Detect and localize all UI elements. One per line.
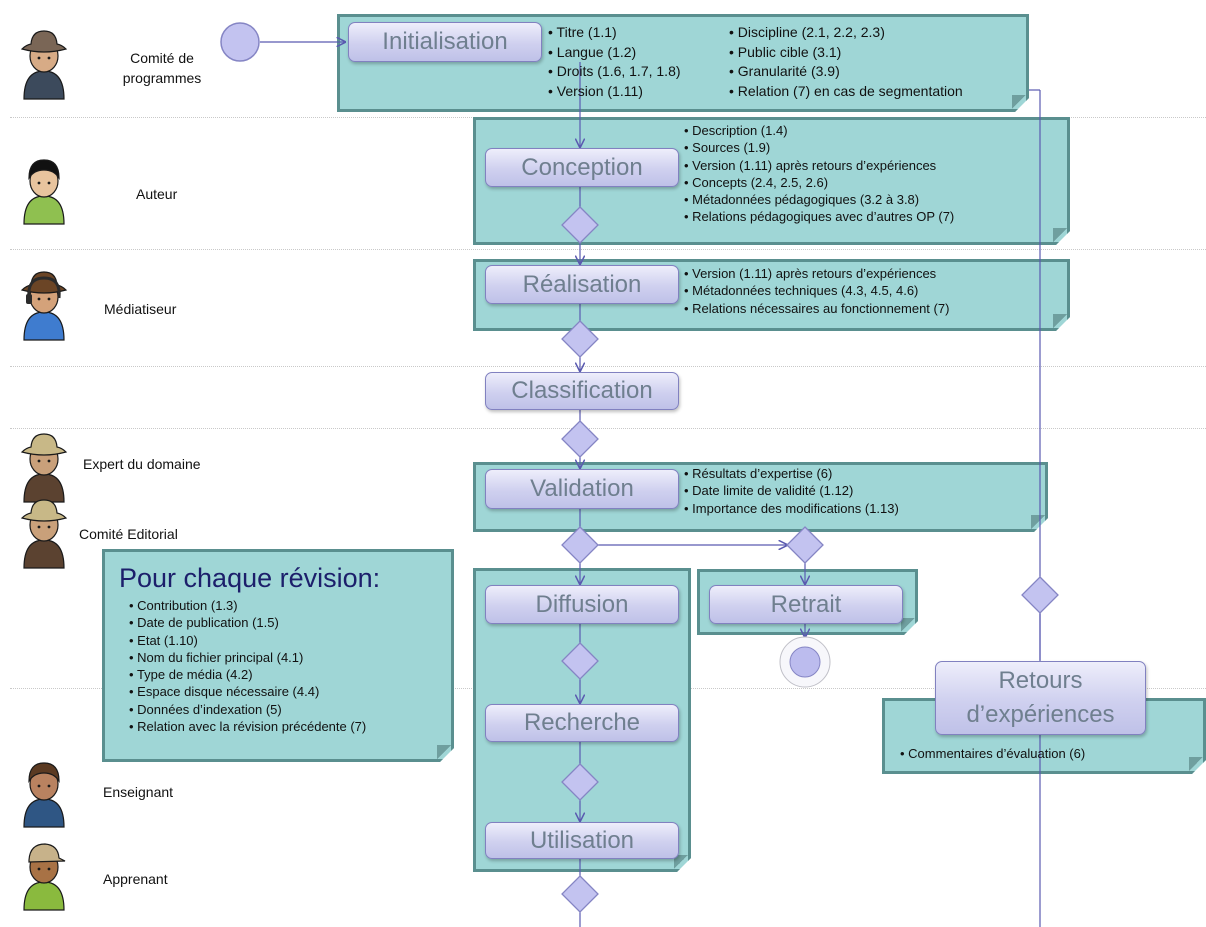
- note-item: Titre (1.1): [548, 23, 681, 43]
- note-item: Date de publication (1.5): [129, 614, 366, 631]
- note-item: Sources (1.9): [684, 139, 954, 156]
- decision-node: [561, 206, 599, 244]
- activity-retrait: Retrait: [709, 585, 903, 624]
- actor-label-mediatiseur: Médiatiseur: [104, 301, 177, 317]
- actor-label-auteur: Auteur: [136, 186, 178, 202]
- person-headset-icon: [18, 266, 70, 342]
- note-item: Description (1.4): [684, 122, 954, 139]
- start-node: [220, 22, 260, 62]
- actor-label-comite-editorial: Comité Editorial: [79, 526, 178, 542]
- note-initialisation-left-list: Titre (1.1)Langue (1.2)Droits (1.6, 1.7,…: [548, 23, 681, 101]
- activity-classification: Classification: [485, 372, 679, 410]
- decision-node: [561, 526, 599, 564]
- note-item: Métadonnées techniques (4.3, 4.5, 4.6): [684, 282, 949, 299]
- activity-validation: Validation: [485, 469, 679, 509]
- note-item: Métadonnées pédagogiques (3.2 à 3.8): [684, 191, 954, 208]
- note-validation-list: Résultats d’expertise (6)Date limite de …: [684, 465, 899, 517]
- activity-initialisation: Initialisation: [348, 22, 542, 62]
- lane-separator: [10, 249, 1206, 250]
- person-icon: [18, 753, 70, 829]
- end-node: [789, 646, 821, 678]
- note-retours-list: Commentaires d’évaluation (6): [900, 745, 1085, 762]
- note-item: Relations pédagogiques avec d’autres OP …: [684, 208, 954, 225]
- actor-label-comite-programmes: Comité de programmes: [122, 50, 202, 86]
- note-item: Type de média (4.2): [129, 666, 366, 683]
- activity-conception: Conception: [485, 148, 679, 187]
- note-item: Etat (1.10): [129, 632, 366, 649]
- note-item: Public cible (3.1): [729, 43, 963, 63]
- note-item: Version (1.11) après retours d’expérienc…: [684, 157, 954, 174]
- person-cap-icon: [18, 836, 70, 912]
- note-item: Version (1.11): [548, 82, 681, 102]
- decision-node: [561, 763, 599, 801]
- note-item: Données d’indexation (5): [129, 701, 366, 718]
- note-realisation-list: Version (1.11) après retours d’expérienc…: [684, 265, 949, 317]
- decision-node: [786, 526, 824, 564]
- person-hat-icon: [18, 494, 70, 570]
- note-item: Version (1.11) après retours d’expérienc…: [684, 265, 949, 282]
- note-item: Importance des modifications (1.13): [684, 500, 899, 517]
- note-item: Concepts (2.4, 2.5, 2.6): [684, 174, 954, 191]
- revision-title: Pour chaque révision:: [119, 563, 381, 593]
- note-item: Relations nécessaires au fonctionnement …: [684, 300, 949, 317]
- actor-label-apprenant: Apprenant: [103, 871, 168, 887]
- person-hat-icon: [18, 25, 70, 101]
- note-conception-list: Description (1.4)Sources (1.9)Version (1…: [684, 122, 954, 226]
- note-item: Commentaires d’évaluation (6): [900, 745, 1085, 762]
- note-revision-list: Contribution (1.3)Date de publication (1…: [129, 597, 366, 735]
- activity-utilisation: Utilisation: [485, 822, 679, 859]
- note-item: Contribution (1.3): [129, 597, 366, 614]
- decision-node: [1021, 576, 1059, 614]
- note-initialisation-right-list: Discipline (2.1, 2.2, 2.3)Public cible (…: [729, 23, 963, 101]
- lane-separator: [10, 366, 1206, 367]
- activity-retours-experiences: Retours d’expériences: [935, 661, 1146, 735]
- note-item: Relation avec la révision précédente (7): [129, 718, 366, 735]
- note-item: Relation (7) en cas de segmentation: [729, 82, 963, 102]
- note-item: Date limite de validité (1.12): [684, 482, 899, 499]
- person-hat-icon: [18, 428, 70, 504]
- lane-separator: [10, 428, 1206, 429]
- note-item: Droits (1.6, 1.7, 1.8): [548, 62, 681, 82]
- decision-node: [561, 642, 599, 680]
- activity-recherche: Recherche: [485, 704, 679, 742]
- note-item: Discipline (2.1, 2.2, 2.3): [729, 23, 963, 43]
- activity-realisation: Réalisation: [485, 265, 679, 304]
- note-item: Nom du fichier principal (4.1): [129, 649, 366, 666]
- note-item: Résultats d’expertise (6): [684, 465, 899, 482]
- note-item: Espace disque nécessaire (4.4): [129, 683, 366, 700]
- activity-diffusion: Diffusion: [485, 585, 679, 624]
- decision-node: [561, 420, 599, 458]
- actor-label-enseignant: Enseignant: [103, 784, 174, 800]
- note-item: Granularité (3.9): [729, 62, 963, 82]
- decision-node: [561, 875, 599, 913]
- person-icon: [18, 150, 70, 226]
- decision-node: [561, 320, 599, 358]
- actor-label-expert: Expert du domaine: [83, 456, 201, 472]
- note-item: Langue (1.2): [548, 43, 681, 63]
